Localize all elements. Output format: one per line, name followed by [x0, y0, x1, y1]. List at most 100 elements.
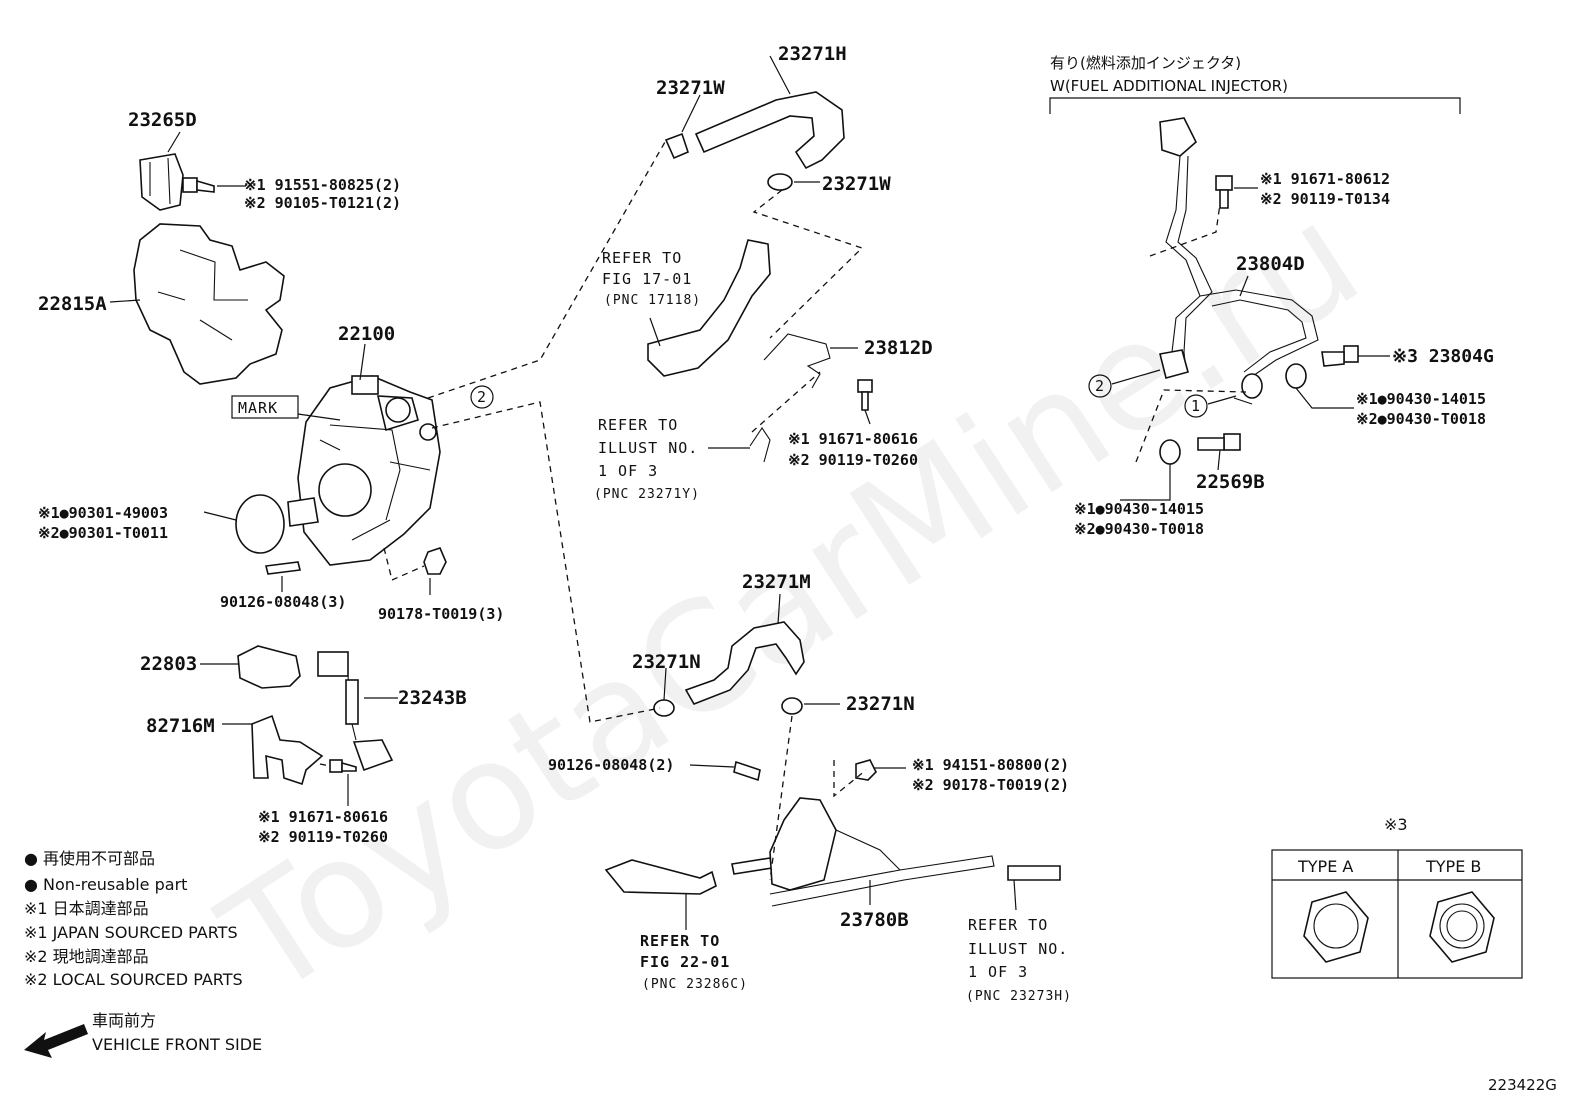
svg-text:REFER TO: REFER TO — [968, 916, 1048, 934]
o-ring-drawing — [235, 494, 285, 554]
legend: ● 再使用不可部品 ● Non-reusable part ※1 日本調達部品 … — [24, 849, 243, 989]
hose-23271m-drawing — [684, 621, 805, 705]
o-ring-local: ※2●90301-T0011 — [38, 524, 168, 542]
pnc-22569b: 22569B — [1196, 471, 1265, 493]
damper-22803-drawing — [237, 645, 301, 689]
clamp-23271w-a-drawing — [664, 132, 689, 160]
clamp-23271w-b-drawing — [767, 173, 793, 191]
pnc-23271n-a: 23271N — [632, 651, 701, 673]
pnc-23243b: 23243B — [398, 687, 467, 709]
svg-text:ILLUST NO.: ILLUST NO. — [598, 439, 698, 457]
pnc-23271h: 23271H — [778, 43, 847, 65]
front-arrow-icon — [24, 1024, 88, 1058]
union-bolt-23804g: ※3 23804G — [1392, 346, 1494, 367]
pnc-82716m: 82716M — [146, 715, 215, 737]
refer-illust-23273h: REFER TO ILLUST NO. 1 OF 3 (PNC 23273H) — [966, 916, 1072, 1004]
gasket-l-local: ※2●90430-T0018 — [1074, 520, 1204, 538]
pnc-23271w-a: 23271W — [656, 77, 725, 99]
svg-text:FIG 17-01: FIG 17-01 — [602, 270, 692, 288]
leader-lines — [109, 55, 1461, 930]
bracket-17118-drawing — [647, 239, 771, 377]
mark-box — [231, 395, 299, 419]
bolt-inj-jp: ※1 91671-80612 — [1260, 170, 1390, 188]
stud-pump: 90126-08048(3) — [220, 593, 346, 611]
clamp-23271n-b-drawing — [781, 697, 803, 715]
clamp-23271n-a-drawing — [653, 699, 675, 717]
nut-lower-local: ※2 90178-T0019(2) — [912, 776, 1069, 794]
nut-lower-jp: ※1 94151-80800(2) — [912, 756, 1069, 774]
nut-pump-drawing — [423, 547, 447, 575]
header-jp: 有り(燃料添加インジェクタ) — [1050, 54, 1241, 72]
bolt-23812d-jp: ※1 91671-80616 — [788, 430, 918, 448]
type-table: ※3 TYPE A TYPE B — [1271, 815, 1523, 979]
legend-nonreusable-en: ● Non-reusable part — [24, 875, 187, 894]
vehicle-front-indicator: 車両前方 VEHICLE FRONT SIDE — [24, 1011, 262, 1058]
union-bolt-23804g-drawing — [1321, 345, 1359, 367]
svg-text:1 OF 3: 1 OF 3 — [968, 963, 1028, 981]
svg-text:1: 1 — [1191, 397, 1201, 415]
gasket-l-jp: ※1●90430-14015 — [1074, 500, 1204, 518]
pnc-22815a: 22815A — [38, 293, 107, 315]
nut-pump: 90178-T0019(3) — [378, 605, 504, 623]
pnc-23812d: 23812D — [864, 337, 933, 359]
type-a-nut-icon — [1303, 891, 1369, 963]
pnc-23780b: 23780B — [840, 909, 909, 931]
bolt-23265d-local: ※2 90105-T0121(2) — [244, 194, 401, 212]
svg-text:(PNC 23271Y): (PNC 23271Y) — [594, 487, 700, 502]
gasket-r-jp: ※1●90430-14015 — [1356, 390, 1486, 408]
supply-pump-22100-drawing — [287, 375, 441, 566]
insulator-22815a-drawing — [133, 223, 285, 385]
gasket-r-drawing — [1285, 363, 1307, 389]
legend-nonreusable-jp: ● 再使用不可部品 — [24, 849, 155, 868]
hose-23271h-drawing — [694, 91, 845, 170]
pnc-23271n-b: 23271N — [846, 693, 915, 715]
legend-local-en: ※2 LOCAL SOURCED PARTS — [24, 970, 243, 989]
pnc-23271w-b: 23271W — [822, 173, 891, 195]
stud-pump-drawing — [265, 561, 301, 575]
pnc-23271m: 23271M — [742, 571, 811, 593]
callout-2-injector: 2 — [1088, 374, 1112, 398]
stud-lower-drawing — [733, 760, 761, 782]
stud-lower: 90126-08048(2) — [548, 756, 674, 774]
refer-fig-17-01: REFER TO FIG 17-01 (PNC 17118) — [602, 249, 700, 308]
bolt-23812d-drawing — [857, 379, 873, 411]
svg-text:REFER TO: REFER TO — [640, 932, 720, 950]
pipe-23271y-drawing — [749, 427, 771, 463]
svg-text:REFER TO: REFER TO — [602, 249, 682, 267]
bracket-82716m-drawing — [251, 714, 324, 786]
pnc-23265d: 23265D — [128, 109, 197, 131]
clip-23812d-drawing — [763, 333, 831, 389]
bracket-23265d-drawing — [139, 153, 184, 211]
bolt-82716m-jp: ※1 91671-80616 — [258, 808, 388, 826]
svg-text:(PNC 23273H): (PNC 23273H) — [966, 989, 1072, 1004]
type-table-note: ※3 — [1384, 815, 1408, 834]
refer-fig-22-01: REFER TO FIG 22-01 (PNC 23286C) — [640, 932, 748, 992]
sensor-23243b-drawing — [317, 651, 394, 772]
callout-2-pump: 2 — [470, 385, 494, 409]
bolt-inj-local: ※2 90119-T0134 — [1260, 190, 1390, 208]
svg-text:FIG 22-01: FIG 22-01 — [640, 953, 730, 971]
o-ring-jp: ※1●90301-49003 — [38, 504, 168, 522]
callout-1-injector: 1 — [1184, 394, 1208, 418]
svg-text:(PNC 23286C): (PNC 23286C) — [642, 977, 748, 992]
pnc-22803: 22803 — [140, 653, 197, 675]
figure-code: 223422G — [1488, 1076, 1557, 1094]
pnc-23804d: 23804D — [1236, 253, 1305, 275]
mark-label: MARK — [238, 399, 278, 417]
fuel-pipe-23780b-drawing — [604, 797, 1061, 907]
svg-text:REFER TO: REFER TO — [598, 416, 678, 434]
svg-text:1 OF 3: 1 OF 3 — [598, 462, 658, 480]
front-en: VEHICLE FRONT SIDE — [92, 1035, 262, 1054]
type-a-label: TYPE A — [1297, 857, 1353, 876]
legend-local-jp: ※2 現地調達部品 — [24, 947, 149, 966]
bolt-23265d-drawing — [182, 177, 215, 193]
bolt-82716m-drawing — [329, 759, 357, 773]
svg-text:2: 2 — [1095, 377, 1105, 395]
refer-illust-23271y: REFER TO ILLUST NO. 1 OF 3 (PNC 23271Y) — [594, 416, 700, 502]
svg-text:ILLUST NO.: ILLUST NO. — [968, 940, 1068, 958]
injector-23804d-drawing — [1159, 117, 1319, 405]
header-en: W(FUEL ADDITIONAL INJECTOR) — [1050, 77, 1288, 95]
type-b-nut-icon — [1429, 891, 1495, 963]
bolt-23812d-local: ※2 90119-T0260 — [788, 451, 918, 469]
